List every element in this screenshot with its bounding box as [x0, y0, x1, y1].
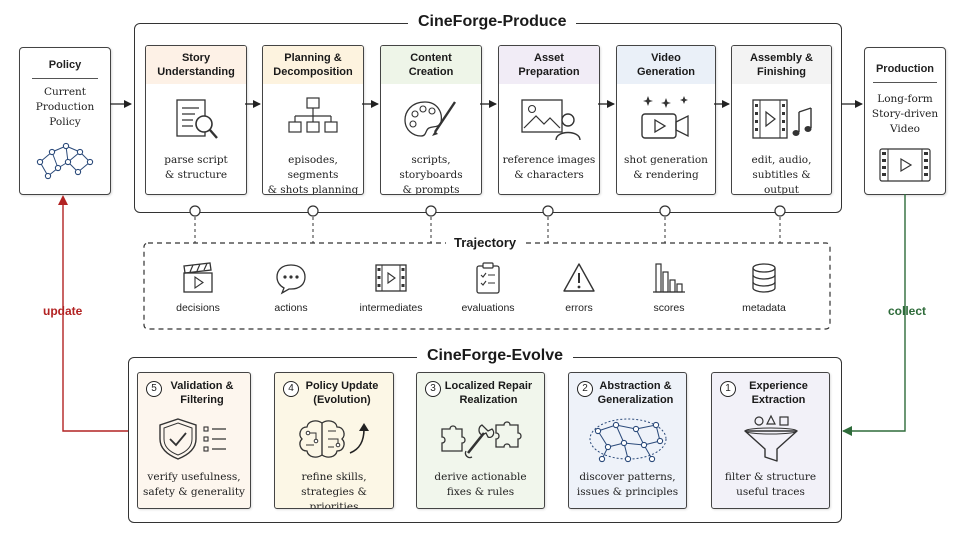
trajectory-connector-node: [425, 205, 437, 217]
database-icon: [752, 263, 776, 293]
stage-desc: refine skills, strategies & priorities: [301, 471, 367, 509]
produce-stage-story: Story Understanding parse script & struc…: [145, 45, 247, 195]
stage-title: Story Understanding: [146, 46, 246, 84]
video-camera-icon: [641, 96, 689, 139]
produce-stage-content: Content Creation scripts, storyboards & …: [380, 45, 482, 195]
step-number: 2: [577, 381, 593, 397]
evolve-stage-validation: 5 Validation & Filtering verify usefulne…: [137, 372, 251, 509]
stage-title: Planning & Decomposition: [263, 46, 363, 84]
trajectory-connector-node: [542, 205, 554, 217]
image-person-icon: [521, 99, 581, 141]
film-frame-icon: [375, 264, 407, 292]
trajectory-item-intermediates: intermediates: [346, 262, 436, 314]
brain-arrow-icon: [299, 420, 369, 458]
chat-bubble-icon: [276, 264, 306, 295]
policy-divider: [32, 78, 98, 79]
stage-desc: edit, audio, subtitles & output: [751, 154, 812, 195]
stage-title: Asset Preparation: [499, 46, 599, 84]
stage-title: Video Generation: [617, 46, 715, 84]
trajectory-label: actions: [274, 302, 308, 314]
policy-box: Policy Current Production Policy: [19, 47, 111, 195]
step-number: 4: [283, 381, 299, 397]
stage-title: Localized Repair Realization: [444, 380, 533, 406]
document-search-icon: [176, 99, 218, 139]
shield-check-icon: [159, 418, 226, 460]
hierarchy-icon: [288, 97, 338, 133]
trajectory-label: decisions: [176, 302, 220, 314]
clipboard-check-icon: [476, 262, 500, 294]
evolve-stage-experience: 1 Experience Extraction filter & structu…: [711, 372, 830, 509]
production-text: Long-form Story-driven Video: [871, 93, 939, 135]
trajectory-label: metadata: [742, 302, 786, 314]
collect-arrow: [842, 194, 906, 436]
clapperboard-icon: [183, 262, 213, 293]
stage-desc: scripts, storyboards & prompts: [399, 154, 463, 195]
trajectory-item-decisions: decisions: [153, 262, 243, 314]
produce-frame: [134, 23, 842, 213]
stage-desc: reference images & characters: [502, 154, 596, 181]
step-number: 5: [146, 381, 162, 397]
produce-stage-video: Video Generation shot generation & rende…: [616, 45, 716, 195]
evolve-stage-localized-repair: 3 Localized Repair Realization derive ac…: [416, 372, 545, 509]
stage-desc: shot generation & rendering: [624, 154, 708, 181]
graph-icon: [589, 418, 666, 463]
step-number: 3: [425, 381, 441, 397]
trajectory-connector-node: [659, 205, 671, 217]
stage-desc: discover patterns, issues & principles: [576, 471, 679, 498]
stage-title: Assembly & Finishing: [732, 46, 831, 84]
produce-stage-planning: Planning & Decomposition episodes, segme…: [262, 45, 364, 195]
evolve-title: CineForge-Evolve: [417, 347, 574, 365]
trajectory-label: intermediates: [359, 302, 423, 314]
stage-title: Validation & Filtering: [170, 380, 234, 406]
collect-label: collect: [888, 304, 927, 318]
trajectory-item-actions: actions: [246, 262, 336, 314]
network-icon: [36, 142, 94, 180]
trajectory-label: evaluations: [461, 302, 515, 314]
trajectory-title: Trajectory: [446, 235, 525, 250]
stage-desc: episodes, segments & shots planning: [267, 154, 359, 195]
production-title: Production: [875, 63, 935, 75]
funnel-icon: [743, 414, 798, 462]
trajectory-connector-node: [189, 205, 201, 217]
produce-title: CineForge-Produce: [408, 13, 577, 31]
stage-title: Policy Update (Evolution): [305, 380, 379, 406]
update-arrow: [58, 195, 128, 432]
bar-chart-icon: [653, 263, 685, 293]
trajectory-connector-node: [307, 205, 319, 217]
stage-desc: derive actionable fixes & rules: [434, 471, 527, 498]
film-music-icon: [751, 99, 812, 139]
stage-desc: parse script & structure: [164, 154, 228, 181]
update-label: update: [43, 304, 83, 318]
evolve-stage-policy-update: 4 Policy Update (Evolution) refine skill…: [274, 372, 394, 509]
warning-icon: [563, 263, 595, 292]
trajectory-connector-node: [774, 205, 786, 217]
trajectory-label: scores: [653, 302, 685, 314]
stage-title: Content Creation: [381, 46, 481, 84]
production-divider: [873, 82, 937, 83]
policy-text: Current Production Policy: [35, 86, 95, 128]
trajectory-label: errors: [565, 302, 593, 314]
trajectory-item-scores: scores: [624, 262, 714, 314]
produce-stage-asset: Asset Preparation reference images & cha…: [498, 45, 600, 195]
palette-icon: [404, 101, 456, 137]
trajectory-item-evaluations: evaluations: [443, 262, 533, 314]
evolve-stage-abstraction: 2 Abstraction & Generalization discover …: [568, 372, 687, 509]
trajectory-item-errors: errors: [534, 262, 624, 314]
trajectory-frame: [143, 242, 831, 330]
production-box: Production Long-form Story-driven Video: [864, 47, 946, 195]
trajectory-item-metadata: metadata: [719, 262, 809, 314]
stage-title: Abstraction & Generalization: [597, 380, 674, 406]
stage-desc: filter & structure useful traces: [724, 471, 817, 498]
policy-title: Policy: [48, 59, 82, 71]
puzzle-wrench-icon: [440, 421, 522, 459]
film-strip-icon: [879, 148, 931, 182]
stage-title: Experience Extraction: [749, 380, 808, 406]
stage-desc: verify usefulness, safety & generality: [143, 471, 245, 498]
produce-stage-assembly: Assembly & Finishing edit, audio, subtit…: [731, 45, 832, 195]
step-number: 1: [720, 381, 736, 397]
